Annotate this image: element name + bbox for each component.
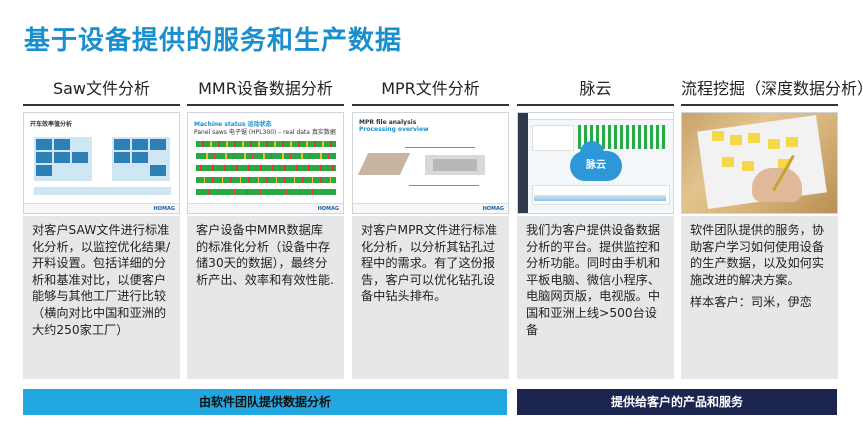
panel-cell <box>114 139 130 150</box>
column-maiyun: 脉云 脉云 我们为客户提供设备数据分析的平台。提供监控和分析功能。同时由手机和平… <box>517 74 674 379</box>
column-description: 对客户MPR文件进行标准化分析，以分析其钻孔过程中的需求。有了这份报告，客户可以… <box>352 216 509 379</box>
column-description: 对客户SAW文件进行标准化分析，以监控优化结果/开料设置。包括详细的分析和基准对… <box>23 216 180 379</box>
panel-drawing <box>357 153 411 175</box>
sticky-note <box>722 157 734 167</box>
maiyun-thumbnail: 脉云 <box>517 112 674 214</box>
page-title: 基于设备提供的服务和生产数据 <box>24 26 403 56</box>
description-text: 软件团队提供的服务，协助客户学习如何使用设备的生产数据，以及如何实施改进的解决方… <box>690 223 825 287</box>
panel-cell <box>54 152 70 163</box>
thumbnail-title: Machine status 运动状态 <box>194 121 272 128</box>
panel-cell <box>150 139 166 150</box>
description-text: 对客户SAW文件进行标准化分析，以监控优化结果/开料设置。包括详细的分析和基准对… <box>32 223 171 337</box>
description-text: 我们为客户提供设备数据分析的平台。提供监控和分析功能。同时由手机和平板电脑、微信… <box>526 223 661 337</box>
column-heading: Saw文件分析 <box>23 74 180 106</box>
thumbnail-subtitle: Processing overview <box>359 126 429 133</box>
connector-line <box>409 185 479 186</box>
sticky-note <box>712 131 724 141</box>
column-heading: MPR文件分析 <box>352 74 509 106</box>
status-timeline <box>196 165 336 171</box>
thumbnail-title: MPR file analysis <box>359 119 417 126</box>
cloud-label: 脉云 <box>586 160 606 171</box>
panel-cell <box>150 165 166 176</box>
mmr-thumbnail: Machine status 运动状态 Panel saws 电子锯 (HPL3… <box>187 112 344 214</box>
dashboard-sidebar <box>518 113 528 213</box>
column-mpr: MPR文件分析 MPR file analysis Processing ove… <box>352 74 509 379</box>
panel-cell <box>72 152 88 163</box>
homag-logo-text: HOMAG <box>482 206 504 212</box>
panel-cell <box>54 139 70 150</box>
homag-logo-text: HOMAG <box>317 206 339 212</box>
thumbnail-footer: HOMAG <box>188 203 343 213</box>
process-mining-photo <box>681 112 838 214</box>
sticky-note <box>742 161 754 171</box>
panel-cell <box>36 152 52 163</box>
mpr-thumbnail: MPR file analysis Processing overview HO… <box>352 112 509 214</box>
column-description: 客户设备中MMR数据库的标准化分析（设备中存储30天的数据），最终分析产出、效率… <box>187 216 344 379</box>
area-chart <box>534 195 666 201</box>
connector-line <box>405 147 475 148</box>
column-heading: 流程挖掘（深度数据分析） <box>681 74 863 106</box>
panel-cell <box>132 152 148 163</box>
dashboard-header <box>528 113 673 120</box>
column-description: 软件团队提供的服务，协助客户学习如何使用设备的生产数据，以及如何实施改进的解决方… <box>681 216 838 379</box>
panel-cell <box>36 139 52 150</box>
thumbnail-title: 开车效率值分析 <box>30 121 73 128</box>
status-timeline <box>196 177 336 183</box>
panel-cell <box>114 152 130 163</box>
panel-detail <box>433 159 477 171</box>
panel-cell <box>132 139 148 150</box>
column-heading: 脉云 <box>517 74 674 106</box>
column-process-mining: 流程挖掘（深度数据分析） 软件团队提供的服务，协助客户学习如何使用设备的生产数据… <box>681 74 863 379</box>
status-timeline <box>196 141 336 147</box>
sticky-note <box>778 159 790 169</box>
column-description: 我们为客户提供设备数据分析的平台。提供监控和分析功能。同时由手机和平板电脑、微信… <box>517 216 674 379</box>
sticky-note <box>730 135 742 145</box>
thumbnail-footer: HOMAG <box>24 203 179 213</box>
saw-thumbnail: 开车效率值分析 HOMAG <box>23 112 180 214</box>
panel-cell <box>36 165 52 176</box>
homag-logo-text: HOMAG <box>153 206 175 212</box>
customer-products-band: 提供给客户的产品和服务 <box>517 389 837 415</box>
description-text: 客户设备中MMR数据库的标准化分析（设备中存储30天的数据），最终分析产出、效率… <box>196 223 334 287</box>
sticky-note <box>748 133 760 143</box>
thumbnail-subtitle: Panel saws 电子锯 (HPL300) – real data 真实数据 <box>194 129 336 136</box>
sample-customers: 样本客户：司米，伊恋 <box>690 295 812 310</box>
description-text: 对客户MPR文件进行标准化分析，以分析其钻孔过程中的需求。有了这份报告，客户可以… <box>361 223 498 304</box>
summary-bar <box>34 187 171 195</box>
column-heading: MMR设备数据分析 <box>187 74 344 106</box>
sticky-note <box>786 137 798 147</box>
column-mmr: MMR设备数据分析 Machine status 运动状态 Panel saws… <box>187 74 344 379</box>
status-timeline <box>196 189 336 195</box>
status-timeline <box>196 153 336 159</box>
thumbnail-footer: HOMAG <box>353 203 508 213</box>
column-saw: Saw文件分析 开车效率值分析 HOMAG 对客户SAW文件进行标准化分析，以监… <box>23 74 180 379</box>
dashboard-card <box>532 125 574 151</box>
software-team-band: 由软件团队提供数据分析 <box>23 389 507 415</box>
cloud-icon: 脉云 <box>570 141 622 181</box>
sticky-note <box>768 139 780 149</box>
